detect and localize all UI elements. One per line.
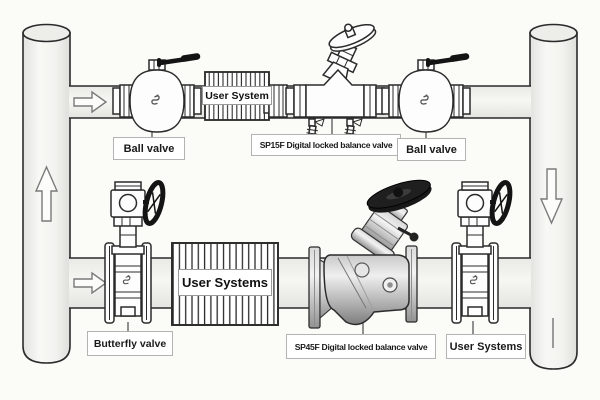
label-user-systems-bottom-box: User Systems [178, 269, 272, 296]
sp15f-balance-valve [285, 23, 385, 142]
arrow-right-top-icon [73, 90, 108, 114]
label-ball-valve-left: Ball valve [113, 137, 185, 160]
label-user-system-top-box: User System [202, 86, 272, 105]
handwheel-icon [366, 179, 432, 213]
arrow-down-icon [539, 168, 564, 225]
label-sp45f-valve: SP45F Digital locked balance valve [286, 334, 436, 359]
ball-valve-right [382, 57, 470, 133]
ball-valve-left [113, 57, 201, 133]
label-user-systems-right: User Systems [446, 334, 526, 359]
arrow-right-bottom-icon [73, 271, 108, 295]
sp45f-balance-valve [308, 179, 432, 329]
arrow-up-icon [34, 165, 59, 222]
label-sp15f-valve: SP15F Digital locked balance valve [251, 134, 401, 156]
label-ball-valve-right: Ball valve [397, 138, 466, 161]
label-butterfly-valve: Butterfly valve [87, 331, 173, 356]
